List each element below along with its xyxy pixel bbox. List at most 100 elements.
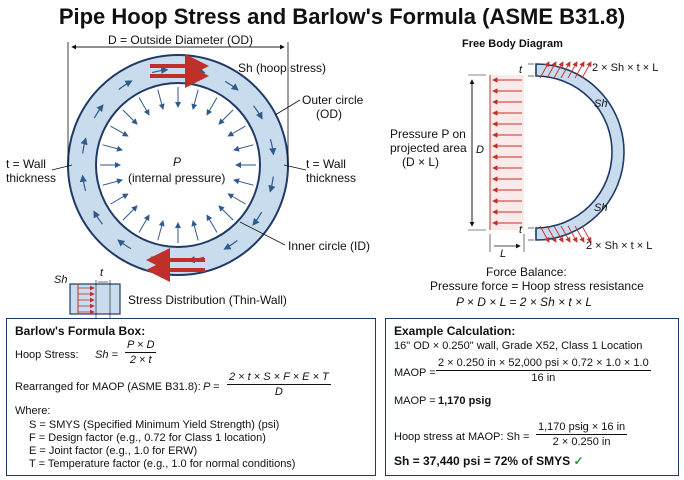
- pressure-arrow: [218, 109, 234, 125]
- wall-right-label-1: t = Wall: [306, 157, 346, 171]
- fbd-force-arrow-bottom: [553, 225, 564, 243]
- example-hoop-lhs: Hoop stress at MAOP: Sh =: [394, 431, 530, 443]
- inner-circle-label: Inner circle (ID): [288, 239, 371, 253]
- example-maop-num: 2 × 0.250 in × 52,000 psi × 0.72 × 1.0 ×…: [436, 357, 651, 371]
- hoop-direction-arrow: [93, 210, 103, 225]
- example-calculation-box: Example Calculation: 16" OD × 0.250" wal…: [385, 318, 679, 476]
- inner-leader: [239, 221, 286, 246]
- fbd-force-arrow-top: [574, 61, 585, 79]
- pressure-arrow: [122, 109, 138, 125]
- fbd-dimension-l: [489, 234, 525, 252]
- page-title: Pipe Hoop Stress and Barlow's Formula (A…: [58, 4, 626, 29]
- pressure-arrow: [102, 178, 123, 186]
- fbd-force-arrow-bottom: [567, 225, 578, 243]
- check-icon: ✓: [573, 454, 584, 468]
- od-dimension: [67, 42, 289, 165]
- outer-leader: [274, 99, 301, 116]
- hoop-direction-arrow: [224, 80, 239, 91]
- barlow-def-t: T = Temperature factor (e.g., 1.0 for no…: [29, 458, 296, 470]
- hoop-direction-arrow: [118, 80, 133, 90]
- example-hoop-num: 1,170 psig × 16 in: [536, 421, 628, 435]
- fbd-force-arrow-bottom: [539, 225, 550, 243]
- hoop-direction-arrow: [80, 137, 88, 154]
- fbd-force-arrow-bottom: [560, 225, 571, 243]
- fbd-t-top: t: [519, 64, 523, 76]
- hoop-direction-arrow: [268, 176, 276, 193]
- fbd-wall-dims: [528, 63, 534, 241]
- force-balance-text: Pressure force = Hoop stress resistance: [430, 279, 644, 293]
- example-final-result: Sh = 37,440 psi = 72% of SMYS ✓: [394, 455, 584, 468]
- example-maop-lhs: MAOP =: [394, 367, 436, 379]
- stress-distribution-inset: [69, 280, 121, 318]
- barlow-hoop-label: Hoop Stress:: [15, 349, 79, 361]
- barlow-where: Where:: [15, 405, 51, 417]
- barlow-maop-den: D: [274, 386, 283, 398]
- pressure-label: (internal pressure): [128, 171, 226, 185]
- barlow-maop-lhs: P =: [203, 381, 220, 393]
- pressure-arrow: [227, 125, 246, 137]
- example-maop-result-value: 1,170 psig: [438, 395, 492, 407]
- pressure-arrow: [122, 205, 138, 221]
- example-maop-fraction: 2 × 0.250 in × 52,000 psi × 0.72 × 1.0 ×…: [436, 357, 651, 384]
- barlow-maop-num: 2 × t × S × F × E × T: [227, 371, 331, 385]
- example-spec: 16" OD × 0.250" wall, Grade X52, Class 1…: [394, 340, 643, 352]
- barlow-heading: Barlow's Formula Box:: [15, 324, 146, 338]
- pressure-symbol: P: [173, 155, 182, 169]
- pressure-arrow: [191, 89, 199, 110]
- barlow-hoop-fraction: P × D 2 × t: [125, 339, 157, 366]
- fbd-title: Free Body Diagram: [462, 38, 563, 50]
- example-hoop-den: 2 × 0.250 in: [552, 436, 611, 448]
- pressure-arrow: [206, 97, 218, 116]
- pressure-arrow: [138, 214, 150, 233]
- fbd-force-arrow-top: [560, 61, 571, 79]
- wall-right-label-2: thickness: [306, 171, 357, 185]
- fbd-force-arrow-bottom: [546, 225, 557, 243]
- fbd-sh-bottom: Sh: [594, 202, 608, 214]
- pressure-arrow: [110, 193, 129, 205]
- force-balance-heading: Force Balance:: [486, 265, 567, 279]
- hoop-direction-arrow: [93, 104, 104, 119]
- outer-circle-label-1: Outer circle: [302, 93, 364, 107]
- outer-circle-label-2: (OD): [316, 107, 342, 121]
- stress-sh-label: Sh: [54, 274, 68, 286]
- force-balance-equation: P × D × L = 2 × Sh × t × L: [456, 295, 593, 309]
- pressure-arrow: [206, 214, 218, 233]
- fbd-pressure-1: Pressure P on: [390, 127, 466, 141]
- barlow-def-s: S = SMYS (Specified Minimum Yield Streng…: [29, 419, 280, 431]
- od-label: D = Outside Diameter (OD): [108, 33, 254, 47]
- stress-t-label: t: [100, 267, 104, 279]
- fbd-force-arrow-bottom: [574, 225, 585, 243]
- fbd-sh-top: Sh: [594, 98, 608, 110]
- hoop-stress-arrows-top: [150, 54, 209, 88]
- fbd-dimension-d: [468, 74, 486, 231]
- pressure-arrow: [110, 125, 129, 137]
- barlow-def-e: E = Joint factor (e.g., 1.0 for ERW): [29, 445, 198, 457]
- wall-right-leader: [283, 164, 307, 171]
- example-maop-den: 16 in: [531, 372, 556, 384]
- fbd-force-arrow-top: [553, 61, 564, 79]
- pressure-arrow: [138, 97, 150, 116]
- barlow-maop-label: Rearranged for MAOP (ASME B31.8):: [15, 381, 201, 393]
- fbd-force-top-label: 2 × Sh × t × L: [592, 62, 659, 74]
- barlow-hoop-den: 2 × t: [129, 354, 152, 366]
- pressure-arrow: [191, 220, 199, 241]
- hoop-direction-arrow: [79, 174, 87, 192]
- hoop-direction-arrow: [117, 239, 132, 250]
- fbd-force-arrow-top: [567, 61, 578, 79]
- fbd-force-arrow-top: [546, 61, 557, 79]
- fbd-pressure-block: [489, 75, 524, 230]
- fbd-force-arrow-top: [539, 61, 550, 79]
- fbd-force-arrow-bottom: [581, 225, 592, 243]
- pressure-arrow: [233, 178, 254, 186]
- fbd-t-bottom: t: [519, 224, 523, 236]
- pressure-arrow: [157, 89, 165, 110]
- wall-left-label-2: thickness: [6, 171, 57, 185]
- hoop-direction-arrow: [253, 105, 263, 120]
- barlow-def-f: F = Design factor (e.g., 0.72 for Class …: [29, 432, 266, 444]
- fbd-l-label: L: [500, 248, 507, 260]
- barlow-maop-fraction: 2 × t × S × F × E × T D: [227, 371, 331, 398]
- hoop-stress-label: Sh (hoop stress): [238, 61, 327, 75]
- pressure-arrow: [102, 144, 123, 152]
- fbd-pressure-3: (D × L): [402, 155, 440, 169]
- fbd-pressure-2: projected area: [390, 141, 467, 155]
